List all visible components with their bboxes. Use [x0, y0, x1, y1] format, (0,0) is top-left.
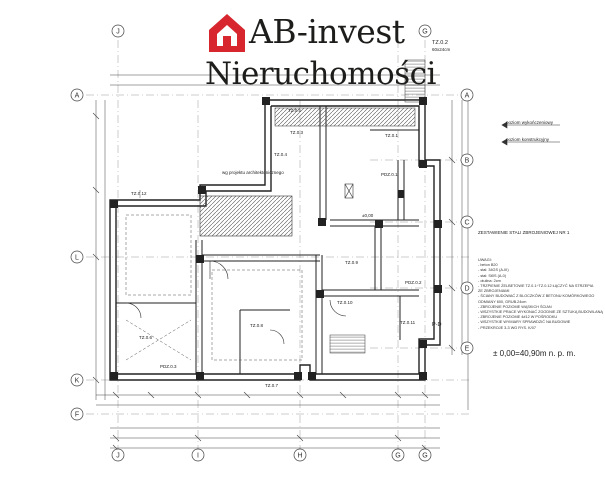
- axis-labels: A L K F A B C D E J G J I H G G: [75, 29, 470, 460]
- level-struct-label: poziom konstrukcyjny: [506, 137, 550, 142]
- note-line: - ZBROJENIE POZIOME 4#12 W POŚRODKU: [478, 315, 558, 320]
- axis-label-top-2: G: [422, 29, 427, 36]
- logo-subtitle-text: Nieruchomości: [205, 56, 436, 92]
- axis-label-right-2: B: [465, 158, 470, 165]
- note-line: - ZBROJENIE POZIOME WĄSKICH ŚCIAN: [478, 304, 552, 309]
- pdz-label-1: PDZ.0.1: [381, 172, 398, 177]
- axis-label-bottom-4: G: [395, 453, 400, 460]
- level-markers: [501, 121, 560, 146]
- elevation-label: ± 0,00=40,90m n. p. m.: [493, 349, 576, 358]
- note-line: - PRZEKROJE 3-3 WG RYS. K/07: [478, 325, 536, 330]
- inner-walls: [116, 106, 419, 374]
- slab-label: TZ.0.2: [432, 40, 448, 46]
- pdz-label-2: PDZ.0.2: [405, 280, 422, 285]
- note-line: - TRZPIENIE ŻELBETOWE TZ.0.1÷TZ.0.12 ŁĄC…: [478, 284, 594, 289]
- dimension-ticks: [92, 112, 456, 452]
- outer-walls: [109, 99, 441, 381]
- axis-label-bottom-5: G: [422, 453, 427, 460]
- dimension-lines: [95, 74, 469, 449]
- schedule-title: ZESTAWIENIE STALI ZBROJENIOWEJ NR 1: [478, 230, 570, 235]
- note-line: - stal: St0S (A-0): [478, 273, 507, 278]
- note-line: - beton B20: [478, 263, 498, 268]
- tz-label-b: TZ.0.3: [290, 130, 304, 135]
- house-icon: [209, 14, 245, 52]
- note-line: ZE ZBROJENIAMI: [478, 289, 510, 294]
- slab-section: 60x24cm: [432, 47, 451, 52]
- note-line: - WSZYSTKIE WYMIARY SPRAWDZIĆ NA BUDOWIE: [478, 320, 571, 325]
- projection-lines: [125, 190, 303, 361]
- note-line: UWAGI:: [478, 258, 492, 262]
- axis-label-left-1: A: [75, 93, 80, 100]
- axis-label-left-3: K: [75, 378, 80, 385]
- axis-label-right-3: C: [464, 220, 469, 227]
- tz-label-k: TZ.0.11: [400, 320, 416, 325]
- axis-label-bottom-3: H: [297, 453, 302, 460]
- tz-label-d: TZ.0.12: [131, 191, 147, 196]
- construction-notes: UWAGI: - beton B20 - stal: 34GS (A-III) …: [478, 258, 603, 331]
- tz-label-g: TZ.0.8: [250, 323, 264, 328]
- axis-label-right-1: A: [465, 93, 470, 100]
- tz-label-i: TZ.0.7: [265, 383, 279, 388]
- wall-project-label: wg projektu architektonicznego: [222, 170, 284, 175]
- axis-label-left-2: L: [75, 255, 79, 262]
- note-line: - otulina: 2cm: [478, 278, 501, 283]
- axis-label-top-1: J: [116, 29, 120, 36]
- zero-mark: ±0,00: [362, 213, 374, 218]
- axis-label-bottom-2: I: [197, 453, 199, 460]
- tz-label-h: TZ.0.6: [139, 335, 153, 340]
- axis-label-left-4: F: [75, 412, 79, 419]
- note-line: - stal: 34GS (A-III): [478, 268, 509, 273]
- hatched-terrace: [274, 107, 416, 127]
- hatched-stair: [404, 59, 426, 103]
- pd-mark: P-D: [432, 322, 442, 328]
- note-line: ODMIANY 600, GRUB.24cm: [478, 299, 527, 304]
- door-swings: [125, 183, 354, 345]
- level-exec-label: poziom wykończeniowy: [506, 120, 554, 125]
- pdz-label-3: PDZ.0.3: [160, 364, 177, 369]
- tz-label-a: TZ.0.5: [288, 108, 302, 113]
- axis-label-right-4: D: [464, 286, 469, 293]
- axis-label-right-5: E: [465, 346, 470, 353]
- tz-label-j: TZ.0.10: [337, 300, 353, 305]
- axis-label-bottom-1: J: [116, 453, 120, 460]
- hatched-landing: [329, 334, 366, 354]
- note-line: - ŚCIANY BUDOWAĆ Z BLOCZKÓW Z BETONU KOM…: [478, 294, 595, 299]
- tz-label-f: TZ.0.9: [345, 260, 359, 265]
- hatched-wall-zone: [199, 195, 293, 237]
- axis-bubbles: [70, 24, 474, 462]
- columns: [110, 97, 442, 380]
- tz-label-c: TZ.0.4: [274, 152, 288, 157]
- logo-brand-text: AB-invest: [249, 12, 405, 51]
- tz-label-e: TZ.0.1: [385, 133, 399, 138]
- company-logo: AB-invest Nieruchomości: [205, 10, 436, 92]
- note-line: - WSZYSTKIE PRACE WYKONAĆ ZGODNIE ZE SZT…: [478, 310, 603, 315]
